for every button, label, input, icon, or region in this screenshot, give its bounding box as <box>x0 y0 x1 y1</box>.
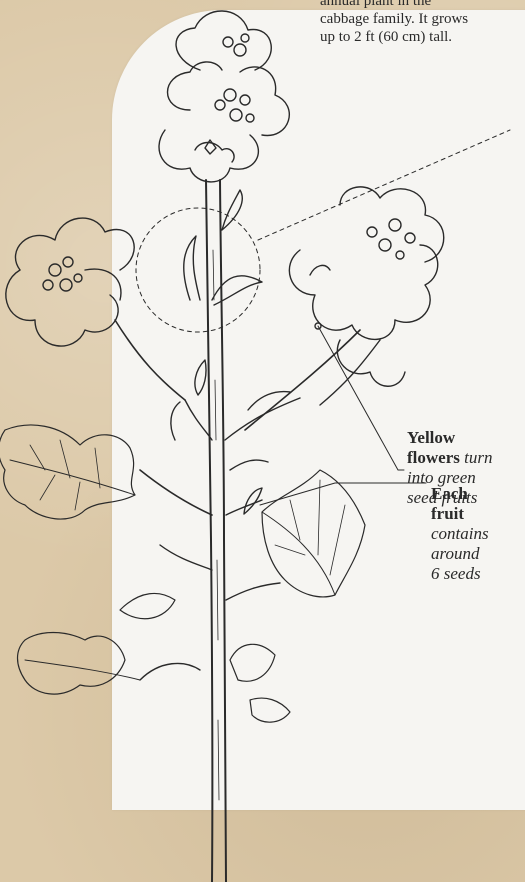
top-flower-cluster <box>159 11 289 182</box>
main-stem <box>206 180 212 882</box>
right-flower-cluster <box>245 187 444 430</box>
flowers-callout-line-2: flowers turn <box>407 448 492 468</box>
flowers-leader-line <box>318 326 404 470</box>
highlight-leader <box>258 130 510 240</box>
fruit-callout-italic-1: contains <box>431 524 489 544</box>
lower-small-leaves <box>120 593 290 722</box>
left-middle-leaf <box>18 633 141 695</box>
fruit-callout-bold-2: fruit <box>431 504 489 524</box>
fruit-callout-italic-3: 6 seeds <box>431 564 489 584</box>
highlight-circle <box>136 208 260 332</box>
flowers-callout-italic-1: turn <box>464 448 492 467</box>
fruit-callout: Each fruit contains around 6 seeds <box>431 484 489 584</box>
main-stem-right <box>220 180 226 882</box>
left-large-leaf <box>0 425 135 519</box>
fruit-leader-line <box>260 483 426 505</box>
fruit-callout-bold-1: Each <box>431 484 489 504</box>
flowers-callout-bold-2: flowers <box>407 448 460 467</box>
left-flower-cluster <box>6 218 185 400</box>
flowers-callout-bold-1: Yellow <box>407 428 492 448</box>
fruit-callout-italic-2: around <box>431 544 489 564</box>
